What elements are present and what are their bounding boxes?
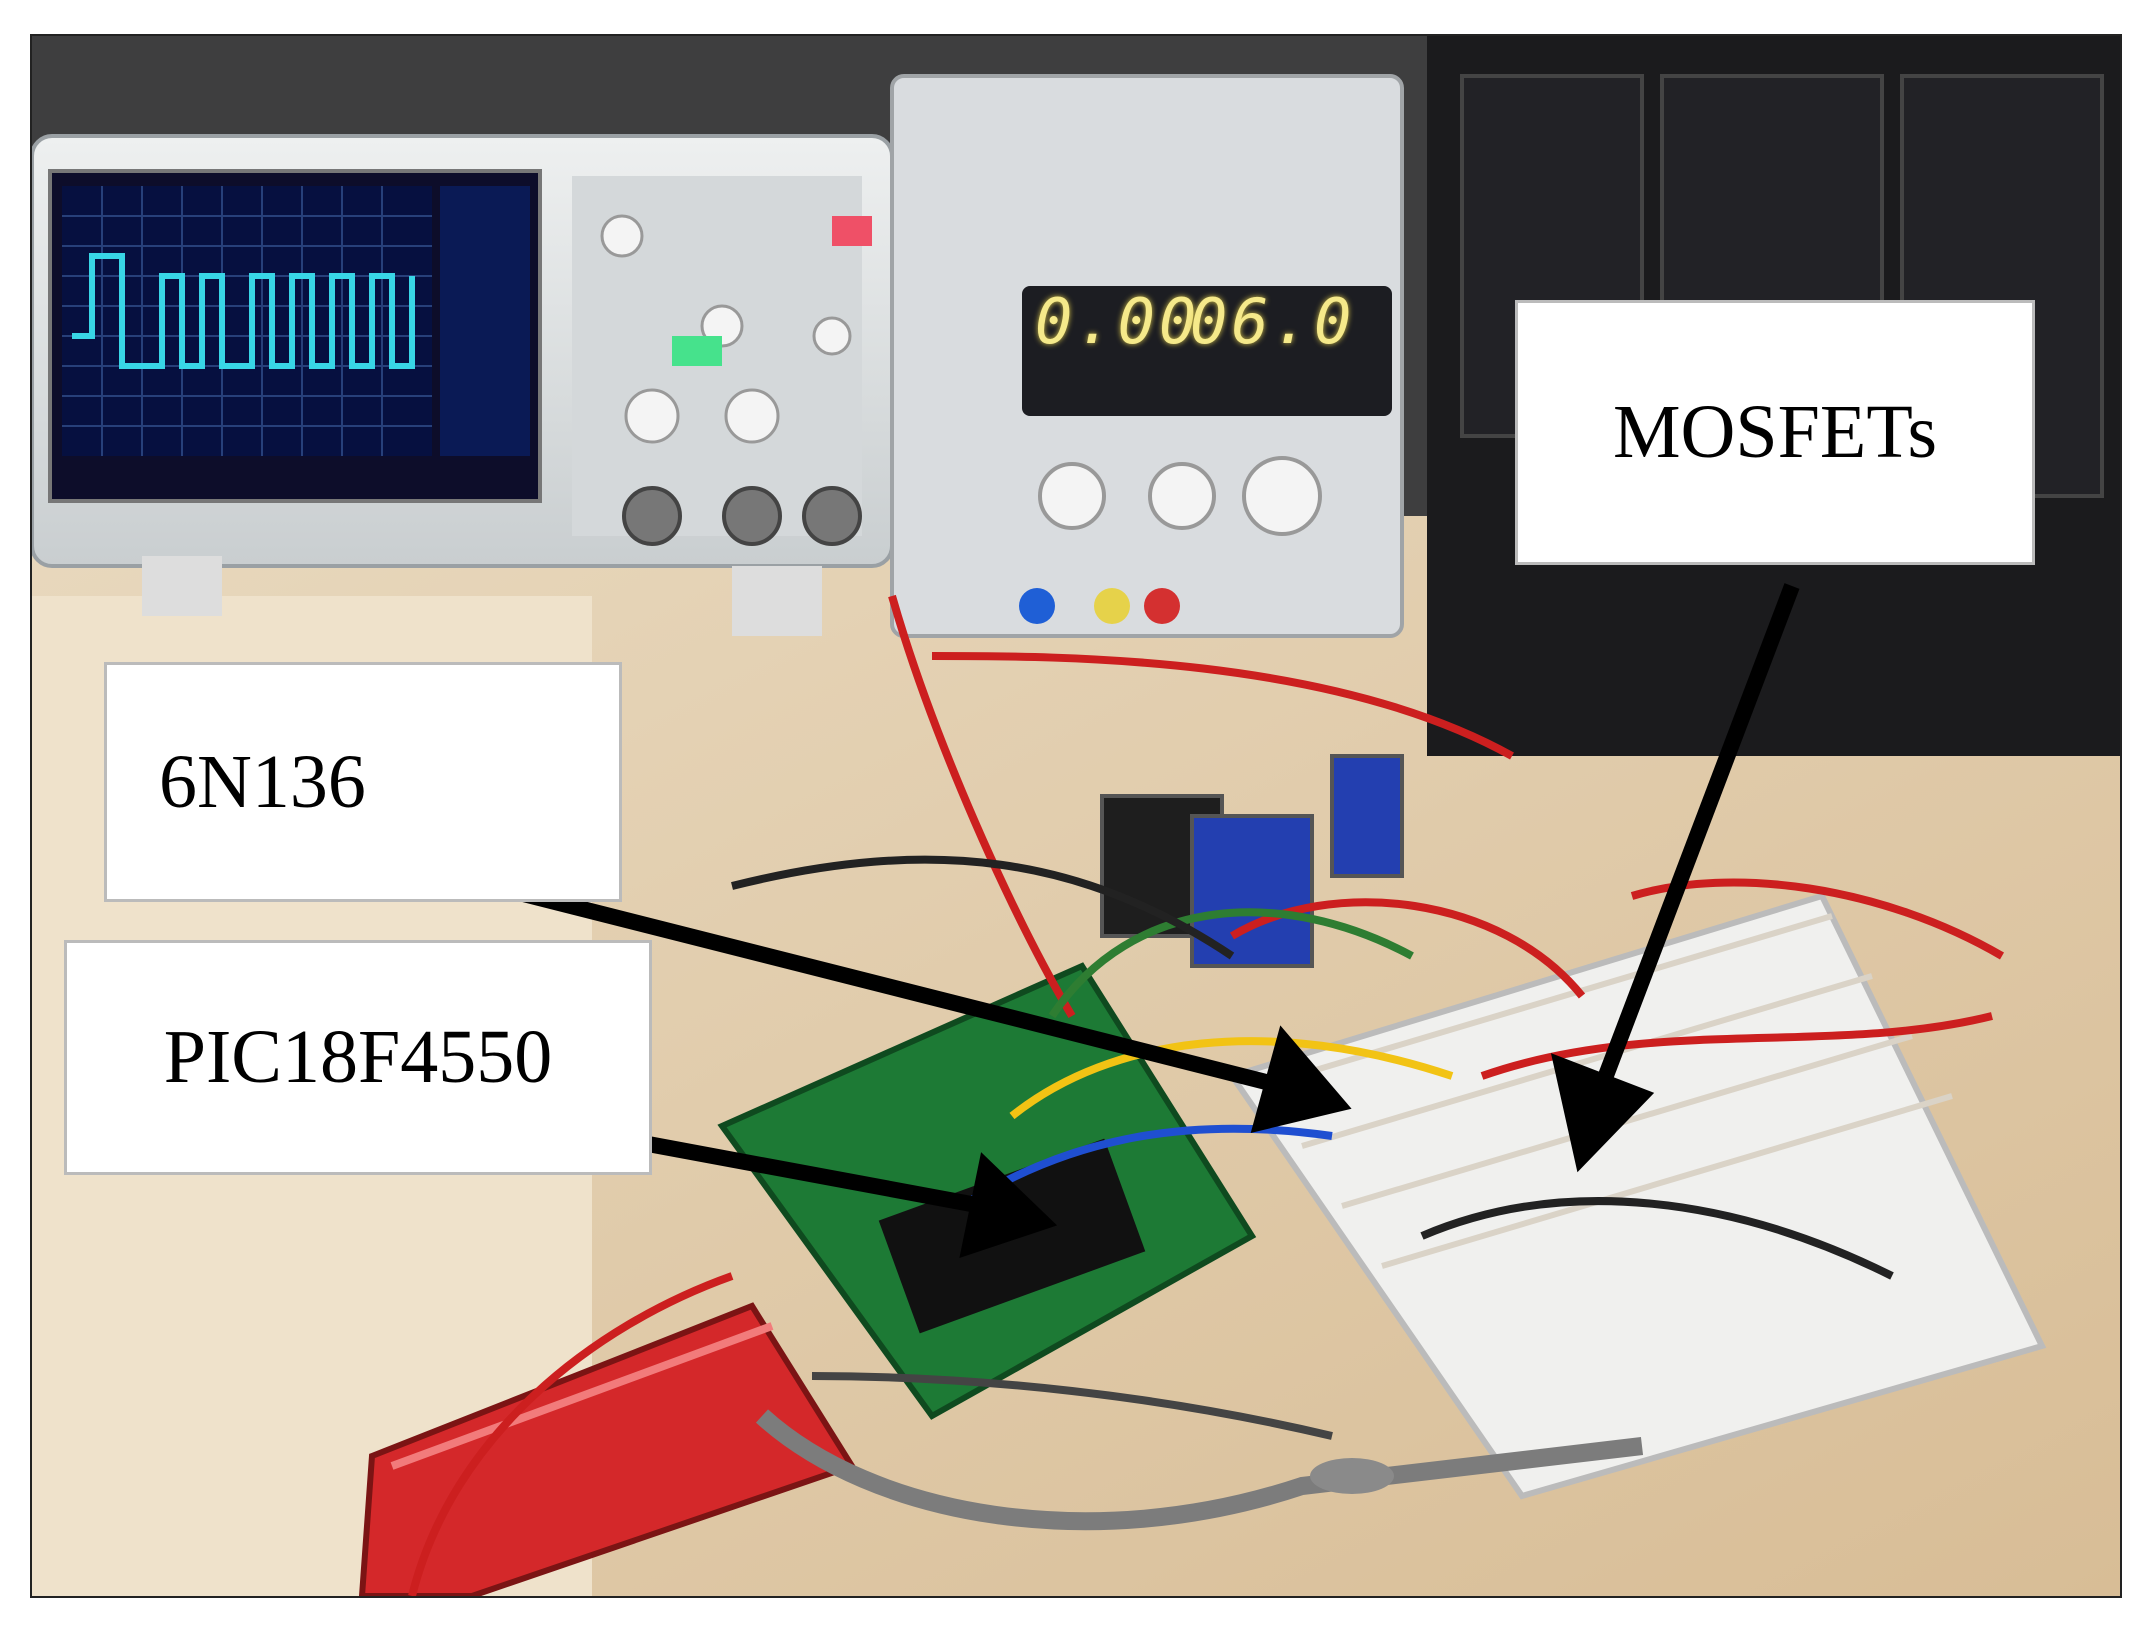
oscilloscope <box>32 134 894 636</box>
mosfets-arrow <box>1594 583 1800 1089</box>
psu-voltage-readout: 0.00 <box>1035 285 1201 358</box>
microcontroller-label: PIC18F4550 <box>64 940 652 1175</box>
optocoupler-label: 6N136 <box>104 662 622 902</box>
mosfets-label: MOSFETs <box>1515 300 2035 565</box>
oscilloscope-probe <box>755 1409 1644 1531</box>
microcontroller-arrowhead <box>959 1152 1058 1258</box>
breadboard <box>1227 892 2047 1500</box>
mosfets-arrowhead <box>1550 1053 1655 1173</box>
power-supply <box>890 74 1404 638</box>
microcontroller-arrow <box>630 1133 984 1214</box>
psu-current-readout: 06.0 <box>1190 285 1356 358</box>
optocoupler-arrowhead <box>1250 1025 1352 1133</box>
optocoupler-arrow <box>470 873 1284 1094</box>
annotation-arrows <box>470 583 1800 1258</box>
pickit-programmer <box>358 1302 857 1596</box>
